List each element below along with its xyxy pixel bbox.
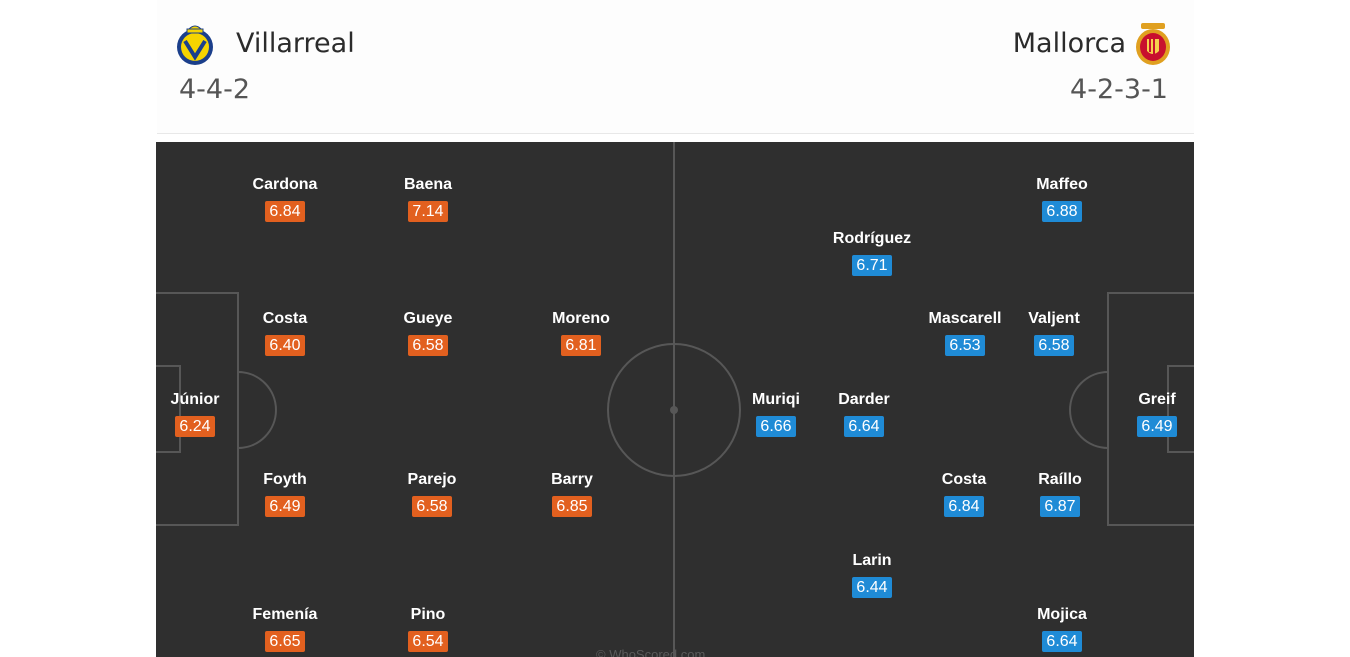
player-name: Raíllo: [1038, 471, 1082, 488]
player-rating-badge: 6.24: [175, 416, 215, 437]
player-name: Pino: [410, 606, 446, 623]
player-away-greif[interactable]: Greif 6.49: [1087, 390, 1194, 437]
player-rating-badge: 6.54: [408, 631, 448, 652]
player-rating-badge: 6.84: [265, 201, 305, 222]
player-away-raillo[interactable]: Raíllo 6.87: [990, 470, 1130, 517]
player-away-maffeo[interactable]: Maffeo 6.88: [992, 175, 1132, 222]
player-away-rodriguez[interactable]: Rodríguez 6.71: [802, 229, 942, 276]
player-home-gueye[interactable]: Gueye 6.58: [358, 309, 498, 356]
player-home-femenia[interactable]: Femenía 6.65: [215, 605, 355, 652]
villarreal-crest-icon[interactable]: [175, 21, 215, 67]
player-rating-badge: 6.64: [844, 416, 884, 437]
home-formation: 4-4-2: [179, 74, 251, 105]
player-rating-badge: 6.49: [265, 496, 305, 517]
player-name: Darder: [838, 391, 890, 408]
player-name: Gueye: [403, 310, 453, 327]
player-name: Mojica: [1037, 606, 1087, 623]
player-rating-badge: 6.66: [756, 416, 796, 437]
away-formation: 4-2-3-1: [1070, 74, 1168, 105]
player-rating-badge: 6.58: [412, 496, 452, 517]
player-name: Rodríguez: [832, 230, 912, 247]
player-name: Júnior: [170, 391, 220, 408]
player-name: Larin: [852, 552, 892, 569]
player-home-junior[interactable]: Júnior 6.24: [156, 390, 265, 437]
player-home-barry[interactable]: Barry 6.85: [502, 470, 642, 517]
player-name: Barry: [551, 471, 593, 488]
player-away-mascarell[interactable]: Mascarell 6.53: [895, 309, 1035, 356]
away-team-name[interactable]: Mallorca: [1012, 28, 1126, 59]
pitch-markings: [156, 142, 1194, 657]
player-rating-badge: 6.44: [852, 577, 892, 598]
player-name: Baena: [403, 176, 453, 193]
player-name: Moreno: [552, 310, 610, 327]
player-rating-badge: 6.71: [852, 255, 892, 276]
player-rating-badge: 6.58: [408, 335, 448, 356]
player-name: Cardona: [252, 176, 318, 193]
player-name: Mascarell: [928, 310, 1002, 327]
player-away-costa[interactable]: Costa 6.84: [894, 470, 1034, 517]
player-home-pino[interactable]: Pino 6.54: [358, 605, 498, 652]
player-name: Maffeo: [1036, 176, 1088, 193]
player-home-parejo[interactable]: Parejo 6.58: [362, 470, 502, 517]
player-name: Valjent: [1028, 310, 1080, 327]
player-home-cardona[interactable]: Cardona 6.84: [215, 175, 355, 222]
player-name: Costa: [941, 471, 987, 488]
player-rating-badge: 6.84: [944, 496, 984, 517]
player-home-costa[interactable]: Costa 6.40: [215, 309, 355, 356]
player-rating-badge: 6.85: [552, 496, 592, 517]
player-name: Costa: [262, 310, 308, 327]
player-rating-badge: 6.53: [945, 335, 985, 356]
player-rating-badge: 6.40: [265, 335, 305, 356]
player-away-mojica[interactable]: Mojica 6.64: [992, 605, 1132, 652]
player-name: Greif: [1138, 391, 1176, 408]
match-header: Villarreal 4-4-2 Mallorca 4-2-3-1: [157, 0, 1194, 134]
player-home-foyth[interactable]: Foyth 6.49: [215, 470, 355, 517]
player-away-muriqi[interactable]: Muriqi 6.66: [706, 390, 846, 437]
player-name: Femenía: [252, 606, 318, 623]
player-name: Foyth: [263, 471, 307, 488]
player-rating-badge: 6.88: [1042, 201, 1082, 222]
player-away-valjent[interactable]: Valjent 6.58: [984, 309, 1124, 356]
player-rating-badge: 6.64: [1042, 631, 1082, 652]
player-away-larin[interactable]: Larin 6.44: [802, 551, 942, 598]
player-home-moreno[interactable]: Moreno 6.81: [511, 309, 651, 356]
player-rating-badge: 7.14: [408, 201, 448, 222]
player-name: Parejo: [407, 471, 457, 488]
player-rating-badge: 6.58: [1034, 335, 1074, 356]
player-rating-badge: 6.65: [265, 631, 305, 652]
player-name: Muriqi: [752, 391, 800, 408]
player-rating-badge: 6.49: [1137, 416, 1177, 437]
player-home-baena[interactable]: Baena 7.14: [358, 175, 498, 222]
player-rating-badge: 6.87: [1040, 496, 1080, 517]
mallorca-crest-icon[interactable]: [1133, 21, 1173, 67]
home-team-name[interactable]: Villarreal: [236, 28, 355, 59]
pitch: Cardona 6.84 Baena 7.14 Costa 6.40 Gueye…: [156, 142, 1194, 657]
player-rating-badge: 6.81: [561, 335, 601, 356]
watermark: © WhoScored.com: [596, 647, 706, 657]
player-away-darder[interactable]: Darder 6.64: [794, 390, 934, 437]
